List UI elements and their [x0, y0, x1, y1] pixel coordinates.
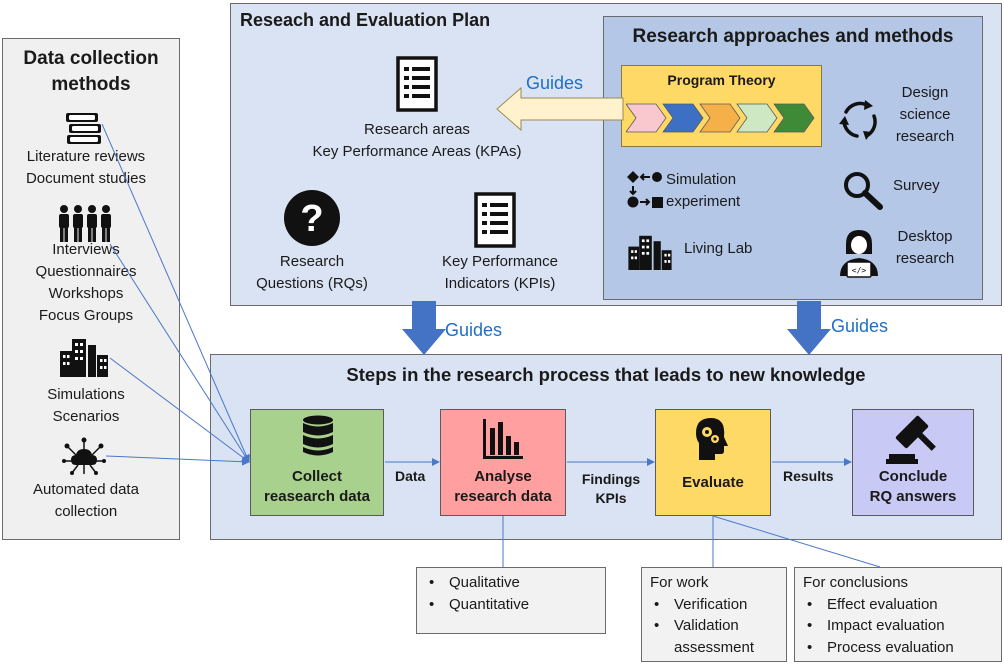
desktop-label: Desktop research [895, 228, 955, 267]
conclusions-note-title: For conclusions [803, 574, 909, 591]
people-icon [59, 205, 111, 242]
research-areas-label: Research areas Key Performance Areas (KP… [312, 121, 522, 160]
buildings-icon [60, 339, 108, 377]
impact-evaluation-item: Impact evaluation [807, 615, 993, 637]
work-evaluation-note: For work Verification Validation assessm… [641, 567, 787, 662]
effect-evaluation-item: Effect evaluation [807, 594, 993, 616]
svg-text:?: ? [300, 198, 323, 240]
guides-left-label: Guides [526, 73, 584, 93]
guides-left-arrow [496, 86, 624, 132]
program-chevron-5 [773, 103, 815, 133]
evaluation-plan-title: Reseach and Evaluation Plan [240, 10, 491, 30]
conclusions-evaluation-note: For conclusions Effect evaluation Impact… [794, 567, 1002, 662]
document-list-icon [396, 56, 438, 112]
program-chevron-3 [699, 103, 741, 133]
guides-middle-arrow [402, 301, 446, 355]
automated-label: Automated data collection [33, 481, 139, 520]
data-collection-title: Data collection methods [23, 48, 159, 95]
arrow-data-label: Data [395, 468, 426, 484]
work-note-title: For work [650, 574, 709, 591]
design-science-label: Design science research [895, 84, 955, 145]
validation-item: Validation assessment [654, 615, 778, 658]
program-chevron-2 [662, 103, 704, 133]
question-icon: ? [284, 190, 340, 246]
guides-right-arrow [787, 301, 831, 355]
svg-text:</>: </> [852, 266, 867, 275]
approaches-title: Research approaches and methods [632, 26, 954, 47]
kpi-document-icon [474, 192, 516, 248]
cycle-icon [839, 100, 877, 140]
simulation-flow-icon [627, 171, 663, 208]
chevron-sequence [626, 103, 815, 133]
kpis-label: Key Performance Indicators (KPIs) [442, 253, 558, 292]
living-lab-label: Living Lab [684, 240, 753, 257]
desktop-developer-icon: </> [840, 230, 878, 278]
program-chevron-1 [626, 103, 667, 133]
interviews-label: Interviews Questionnaires Workshops Focu… [35, 241, 137, 324]
bar-chart-icon [483, 419, 523, 459]
qualitative-item: Qualitative [429, 572, 597, 594]
analysis-types-note: Qualitative Quantitative [416, 567, 606, 634]
steps-title: Steps in the research process that leads… [346, 364, 866, 385]
cloud-network-icon [62, 437, 106, 475]
research-questions-label: Research Questions (RQs) [256, 253, 368, 292]
verification-item: Verification [654, 594, 778, 616]
books-icon [66, 113, 101, 144]
head-gears-icon [696, 418, 728, 460]
process-evaluation-item: Process evaluation [807, 637, 993, 659]
survey-label: Survey [893, 177, 940, 194]
gavel-icon [886, 415, 936, 464]
program-chevron-4 [736, 103, 778, 133]
arrow-results-label: Results [783, 468, 834, 484]
guides-middle-label: Guides [445, 320, 503, 340]
database-icon [303, 415, 333, 456]
simulation-label: Simulation experiment [666, 171, 741, 210]
living-lab-buildings-icon [628, 235, 672, 270]
literature-label: Literature reviews Document studies [25, 148, 147, 187]
guides-right-label: Guides [831, 316, 889, 336]
quantitative-item: Quantitative [429, 594, 597, 616]
search-icon [844, 172, 883, 210]
simulations-label: Simulations Scenarios [47, 386, 125, 425]
program-theory-label: Program Theory [667, 72, 776, 88]
evaluate-step-label: Evaluate [682, 474, 744, 491]
